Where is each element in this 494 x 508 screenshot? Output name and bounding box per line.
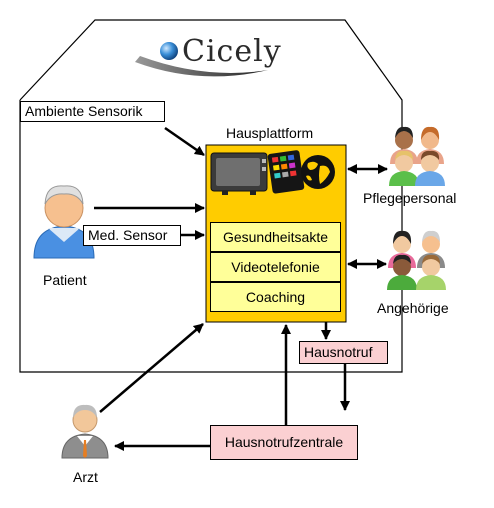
logo-globe-icon	[160, 42, 178, 60]
module-health-record: Gesundheitsakte	[210, 222, 341, 252]
logo-swoosh	[135, 56, 268, 77]
med-sensor-label: Med. Sensor	[83, 225, 181, 246]
arrow-ambient-to-platform	[164, 126, 205, 157]
doctor-label: Arzt	[73, 469, 98, 485]
patient-icon	[33, 185, 95, 259]
logo-text: Cicely	[182, 34, 282, 69]
ambient-sensor-label: Ambiente Sensorik	[20, 101, 165, 122]
relatives-icon	[387, 230, 446, 290]
caregivers-icon	[389, 126, 445, 186]
tablet-icon	[267, 150, 305, 194]
module-coaching: Coaching	[210, 282, 341, 312]
tv-icon	[210, 152, 268, 195]
patient-label: Patient	[43, 272, 87, 288]
doctor-icon	[61, 404, 109, 459]
caregivers-label: Pflegepersonal	[363, 190, 457, 206]
world-globe-icon	[301, 155, 335, 189]
emergency-call-box: Hausnotruf	[299, 341, 388, 364]
platform-title: Hausplattform	[226, 125, 314, 141]
relatives-label: Angehörige	[377, 300, 449, 316]
module-video-telephony: Videotelefonie	[210, 252, 341, 282]
house-outline	[19, 19, 403, 373]
arrow-doctor-to-platform	[99, 323, 204, 413]
emergency-center-box: Hausnotrufzentrale	[210, 425, 358, 460]
